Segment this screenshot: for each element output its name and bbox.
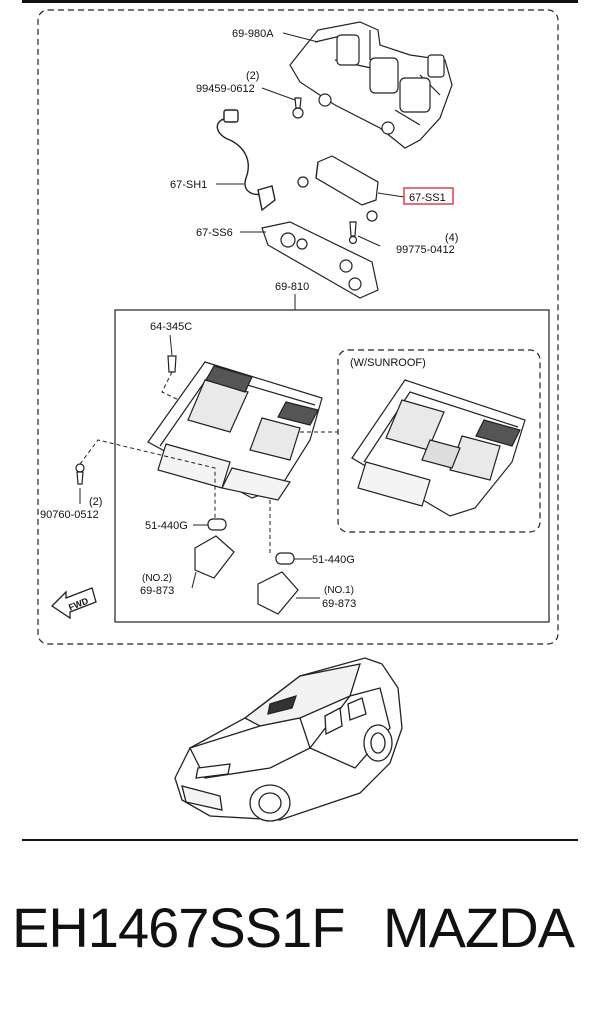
module-highlight-box (403, 187, 454, 205)
bolt-left-part (75, 463, 85, 485)
part-number-text: EH1467SS1F (12, 896, 345, 959)
label-lens-a-no: (NO.2) (142, 573, 172, 584)
label-lens-b-no: (NO.1) (324, 585, 354, 596)
bracket-part (289, 21, 453, 149)
bolt-top-part (292, 97, 304, 119)
label-lens-b: 69-873 (322, 598, 356, 610)
sunroof-variant-box (337, 349, 541, 533)
label-bolt-left-qty: (2) (89, 496, 102, 508)
label-variant: (W/SUNROOF) (350, 357, 426, 369)
lens-a-part (194, 535, 235, 579)
screw-part (348, 221, 358, 245)
label-bracket: 69-980A (232, 28, 274, 40)
console-detail-box (114, 309, 550, 623)
label-clip: 64-345C (150, 321, 192, 333)
plate-part (261, 221, 379, 299)
harness-part (216, 109, 276, 212)
sunroof-console-part (351, 379, 526, 517)
overhead-console-part (147, 361, 323, 501)
label-bulb-a: 51-440G (145, 520, 188, 532)
label-lens-a: 69-873 (140, 585, 174, 597)
vehicle-illustration (174, 657, 403, 822)
module-part (297, 155, 379, 222)
bulb-a-part (207, 518, 227, 531)
top-rule (22, 0, 578, 3)
bulb-b-part (275, 552, 295, 565)
brand-text: MAZDA (383, 896, 575, 959)
label-bulb-b: 51-440G (312, 554, 355, 566)
label-screw: 99775-0412 (396, 244, 455, 256)
footer: EH1467SS1F MAZDA (0, 895, 600, 975)
label-bolt-top: 99459-0612 (196, 83, 255, 95)
parts-diagram: 69-980A (2) 99459-0612 67-SH1 67-SS1 67-… (37, 9, 559, 645)
label-screw-qty: (4) (445, 232, 458, 244)
lens-b-part (257, 571, 299, 615)
outer-dashed-frame (37, 9, 559, 645)
clip-part (167, 355, 177, 373)
label-bolt-left: 90760-0512 (40, 509, 99, 521)
label-bolt-top-qty: (2) (246, 70, 259, 82)
fwd-arrow-icon: FWD (50, 587, 97, 620)
label-plate: 67-SS6 (196, 227, 233, 239)
footer-divider (22, 839, 578, 841)
label-console: 69-810 (275, 281, 309, 293)
label-module: 67-SS1 (409, 192, 446, 204)
label-harness: 67-SH1 (170, 179, 207, 191)
